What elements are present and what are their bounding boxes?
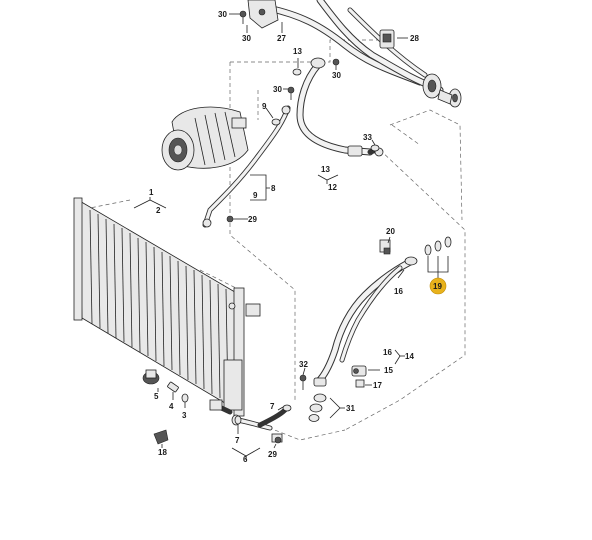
o-ring-part-9 <box>271 118 281 126</box>
label-17: 17 <box>373 381 382 390</box>
label-7-left: 7 <box>235 436 240 445</box>
o-ring-part-3 <box>181 393 189 403</box>
bolt-part-29-bottom <box>274 436 282 444</box>
label-33: 33 <box>363 133 372 142</box>
clamp-part-28 <box>379 29 395 49</box>
label-18: 18 <box>158 448 167 457</box>
label-2: 2 <box>156 206 161 215</box>
label-28: 28 <box>410 34 419 43</box>
label-16-upper: 16 <box>394 287 403 296</box>
screw-part-17 <box>355 379 365 388</box>
bolt-part-29-mid <box>226 215 243 223</box>
label-32: 32 <box>299 360 308 369</box>
label-8: 8 <box>271 184 276 193</box>
label-27: 27 <box>277 34 286 43</box>
plug-part-4 <box>167 381 179 393</box>
pressure-sensor-part-5 <box>142 369 160 385</box>
label-15: 15 <box>384 366 393 375</box>
label-29-bottom: 29 <box>268 450 277 459</box>
label-13-top: 13 <box>293 47 302 56</box>
highlight-badge-19: 19 <box>429 277 447 295</box>
condenser-part-1 <box>73 197 261 417</box>
label-19: 19 <box>433 282 442 291</box>
label-7-right: 7 <box>270 402 275 411</box>
leader-lines <box>133 13 449 460</box>
label-9-lower: 9 <box>253 191 258 200</box>
badge-circle <box>429 277 447 295</box>
clip-part-20 <box>379 239 391 255</box>
label-16-lower: 16 <box>383 348 392 357</box>
seal-rings-part-19 <box>424 236 452 256</box>
label-30-top-left: 30 <box>218 10 227 19</box>
label-31: 31 <box>346 404 355 413</box>
o-rings-part-31 <box>308 393 327 422</box>
valve-part-15 <box>351 365 367 377</box>
label-30-mid: 30 <box>273 85 282 94</box>
bolt-part-30-right <box>332 58 340 70</box>
refrigerant-line-8 <box>202 105 291 228</box>
bolt-part-32 <box>299 374 307 390</box>
expansion-valve-block <box>422 73 462 108</box>
label-13-mid: 13 <box>321 165 330 174</box>
bolt-part-30-top-left <box>239 10 247 24</box>
label-20: 20 <box>386 227 395 236</box>
ac-compressor <box>161 106 249 171</box>
refrigerant-line-16 <box>313 256 418 387</box>
part-number-labels: 30 30 27 28 13 30 30 9 33 13 12 8 9 1 2 … <box>149 10 447 464</box>
label-30-top: 30 <box>242 34 251 43</box>
cap-part-18 <box>153 429 169 445</box>
label-9: 9 <box>262 102 267 111</box>
label-4: 4 <box>169 402 174 411</box>
bolt-part-30-upper <box>287 86 295 100</box>
label-29-mid: 29 <box>248 215 257 224</box>
label-5: 5 <box>154 392 159 401</box>
refrigerant-line-12 <box>296 57 384 157</box>
label-12: 12 <box>328 183 337 192</box>
label-6: 6 <box>243 455 248 464</box>
o-ring-part-13 <box>292 68 302 76</box>
label-14: 14 <box>405 352 414 361</box>
upper-refrigerant-lines <box>247 0 462 108</box>
label-1: 1 <box>149 188 154 197</box>
label-30-right: 30 <box>332 71 341 80</box>
label-3: 3 <box>182 411 187 420</box>
o-ring-part-7 <box>234 415 242 425</box>
bracket-part-27 <box>247 0 279 29</box>
o-ring-part-33 <box>370 144 380 152</box>
